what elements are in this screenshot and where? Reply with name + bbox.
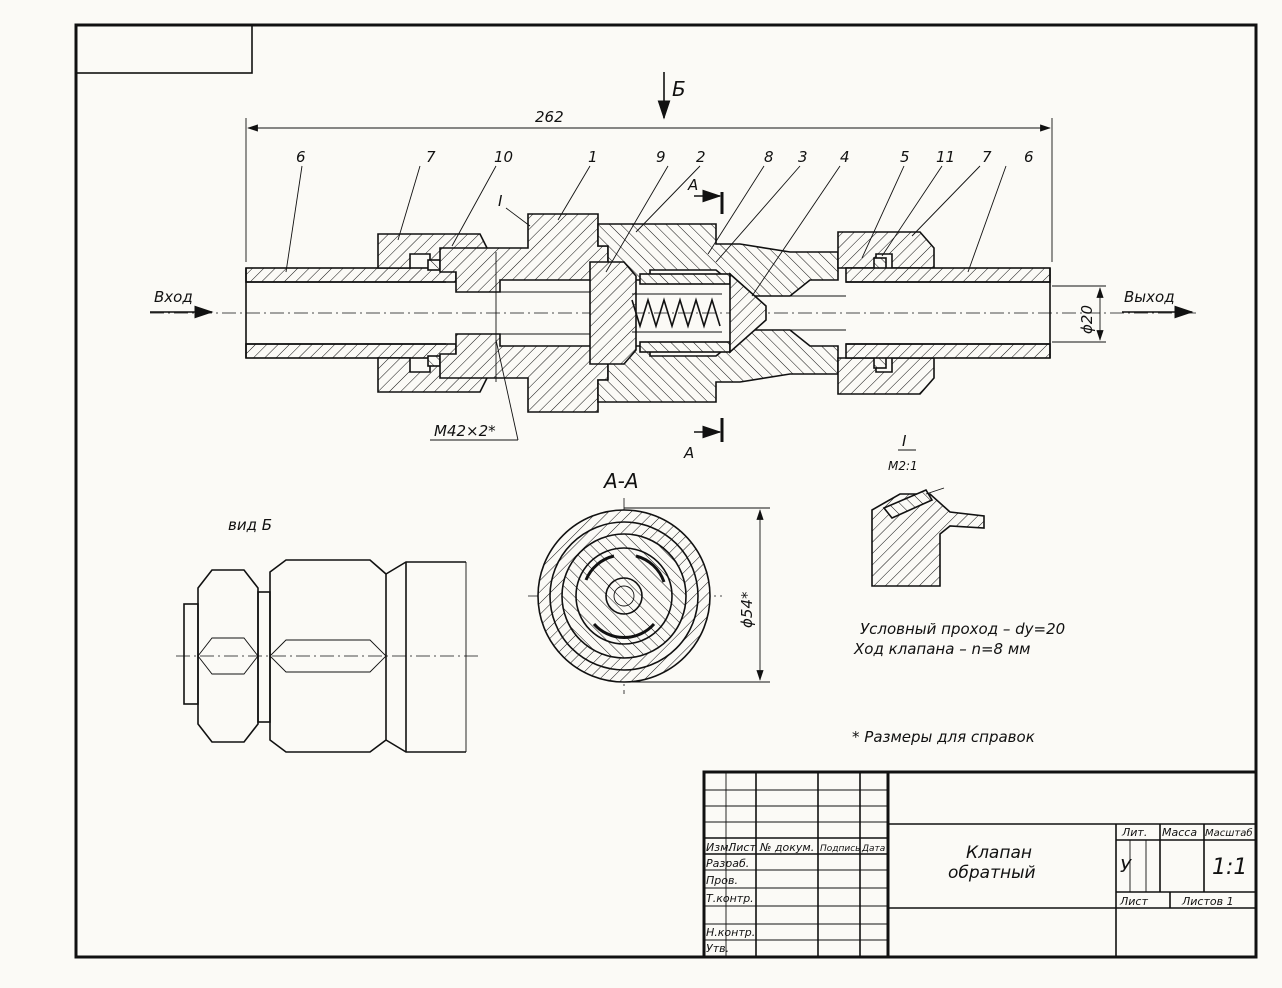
detail-marker: I [498, 192, 503, 210]
spring [631, 293, 722, 333]
row-nkontr: Н.контр. [706, 926, 755, 939]
svg-text:1: 1 [588, 148, 598, 166]
hdr-doc: № докум. [759, 841, 814, 854]
svg-text:6: 6 [296, 148, 306, 166]
hdr-sign: Подпись [820, 844, 860, 854]
hdr-izm: Изм. [706, 841, 732, 854]
scale-header: Масштаб [1205, 827, 1253, 839]
hdr-list: Лист [727, 841, 756, 854]
svg-text:7: 7 [982, 148, 992, 166]
svg-text:9: 9 [656, 148, 666, 166]
detail-title: I [902, 432, 907, 450]
part-numbers: 6 7 10 1 9 2 8 3 4 5 11 7 6 [296, 148, 1034, 166]
detail-scale: М2:1 [888, 459, 918, 473]
title-grid [704, 772, 888, 957]
leader-lines [285, 165, 1007, 297]
main-section-view: А А Б 262 Вход Выход ϕ20 M42×2* I [150, 72, 1200, 462]
view-marker: Б [672, 77, 686, 101]
overall-length: 262 [535, 108, 564, 126]
sheet-label: Лист [1119, 895, 1148, 908]
detail-i: I М2:1 [871, 432, 985, 587]
section-marker-bottom: А [683, 444, 694, 462]
svg-text:2: 2 [696, 148, 706, 166]
lit-header: Лит. [1121, 826, 1147, 839]
row-tkontr: Т.контр. [706, 892, 754, 905]
note-line-2: Ход клапана – n=8 мм [853, 640, 1030, 658]
svg-text:8: 8 [764, 148, 774, 166]
thread-label: M42×2* [434, 422, 496, 440]
svg-text:11: 11 [936, 148, 955, 166]
svg-text:4: 4 [840, 148, 850, 166]
row-razrab: Разраб. [706, 857, 749, 870]
section-marker-top: А [687, 176, 698, 194]
view-b: вид Б [176, 516, 480, 753]
lit-value: У [1120, 856, 1132, 877]
svg-text:3: 3 [798, 148, 808, 166]
note-line-1: Условный проход – dу=20 [860, 620, 1065, 638]
title-line-1: Клапан [966, 843, 1032, 863]
corner-stamp [75, 24, 253, 74]
section-a-a: А-А ϕ54* [528, 469, 770, 694]
reference-note: * Размеры для справок [852, 728, 1035, 746]
inlet-label: Вход [154, 288, 193, 306]
mass-header: Масса [1162, 826, 1197, 839]
row-utv: Утв. [706, 942, 729, 955]
view-b-title: вид Б [228, 516, 272, 534]
diameter-body: ϕ54* [738, 591, 756, 628]
diameter-pipe: ϕ20 [1078, 305, 1096, 334]
svg-text:5: 5 [900, 148, 910, 166]
outlet-label: Выход [1124, 288, 1175, 306]
title-line-2: обратный [948, 863, 1036, 883]
sheet-frame [74, 23, 1258, 959]
svg-text:7: 7 [426, 148, 436, 166]
hdr-date: Дата [861, 844, 885, 854]
svg-text:6: 6 [1024, 148, 1034, 166]
svg-text:10: 10 [494, 148, 513, 166]
title-block: Изм. Лист № докум. Подпись Дата Разраб. … [702, 770, 1258, 959]
sheets-label: Листов 1 [1181, 895, 1234, 908]
section-title: А-А [602, 469, 639, 493]
row-prov: Пров. [706, 874, 738, 887]
scale-value: 1:1 [1212, 855, 1247, 880]
